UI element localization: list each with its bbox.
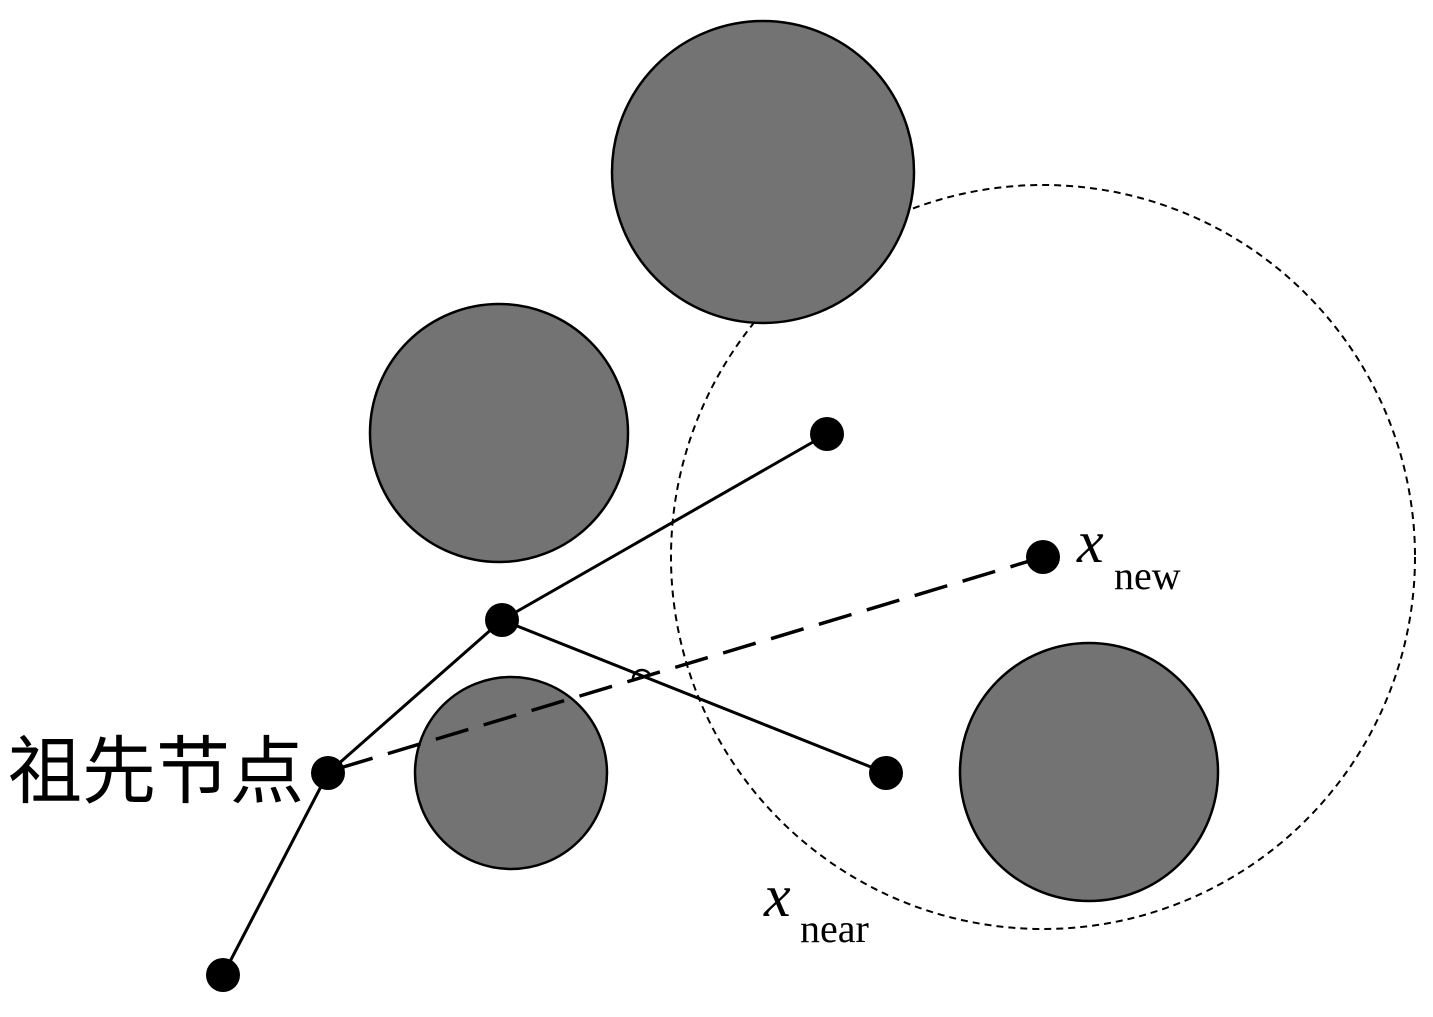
node-root [206,958,240,992]
node-right [869,756,903,790]
node-new [1026,540,1060,574]
tree-edge-ancestor-branch [327,618,503,775]
crossing-hop-mark [631,668,652,681]
obstacle-lower-right [958,641,1220,903]
tree-edge-branch-top [501,432,828,622]
near-radius-circle [670,184,1416,930]
x-near-var: x [763,863,791,929]
node-top [810,417,844,451]
tree-edge-branch-right [501,618,887,775]
x-near-subscript: near [800,906,869,951]
x-new-subscript: new [1114,553,1181,598]
obstacle-top [610,19,916,325]
tree-edge-root-ancestor [221,772,330,976]
x-new-var: x [1076,509,1104,575]
ancestor-to-new-dashed-edge [339,555,1044,770]
x-new-label: x new [1076,509,1181,598]
node-ancestor [311,756,345,790]
obstacle-lower-left [413,675,609,871]
obstacle-upper-left [368,302,630,564]
x-near-label: x near [763,863,869,951]
node-branch [485,603,519,637]
ancestor-node-label: 祖先节点 [8,729,304,815]
